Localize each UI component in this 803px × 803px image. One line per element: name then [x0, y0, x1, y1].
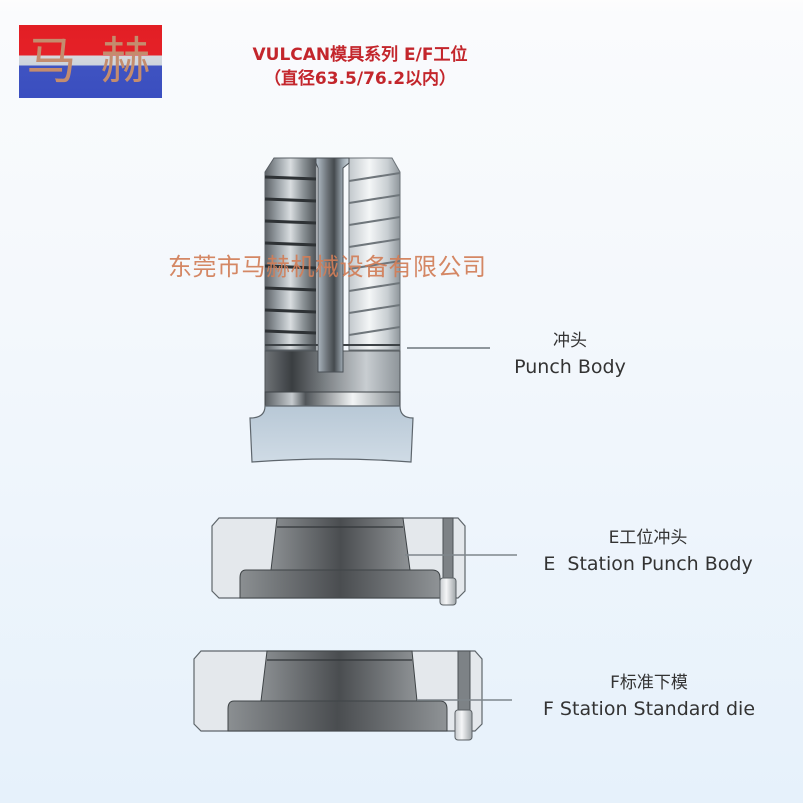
f-station-label-cn: F标准下模	[610, 673, 688, 693]
punch-body-drawing	[249, 157, 414, 463]
company-watermark: 东莞市马赫机械设备有限公司	[168, 253, 487, 281]
logo-text: 马 赫	[26, 32, 155, 90]
e-station-label: E工位冲头 E Station Punch Body	[528, 525, 768, 577]
f-station-label-en: F Station Standard die	[542, 698, 756, 720]
f-station-label: F标准下模 F Station Standard die	[525, 670, 773, 722]
f-station-drawing	[193, 650, 483, 741]
e-station-drawing	[211, 517, 466, 606]
punch-body-label-en: Punch Body	[514, 356, 626, 378]
page-title: VULCAN模具系列 E/F工位 （直径63.5/76.2以内）	[200, 43, 520, 91]
e-station-label-en: E Station Punch Body	[543, 553, 753, 575]
title-line-2: （直径63.5/76.2以内）	[263, 69, 457, 89]
punch-body-label-cn: 冲头	[553, 331, 587, 351]
e-station-label-cn: E工位冲头	[608, 528, 688, 548]
company-logo: 马 赫	[19, 25, 162, 98]
punch-body-label: 冲头 Punch Body	[500, 328, 640, 380]
title-line-1: VULCAN模具系列 E/F工位	[252, 45, 468, 65]
